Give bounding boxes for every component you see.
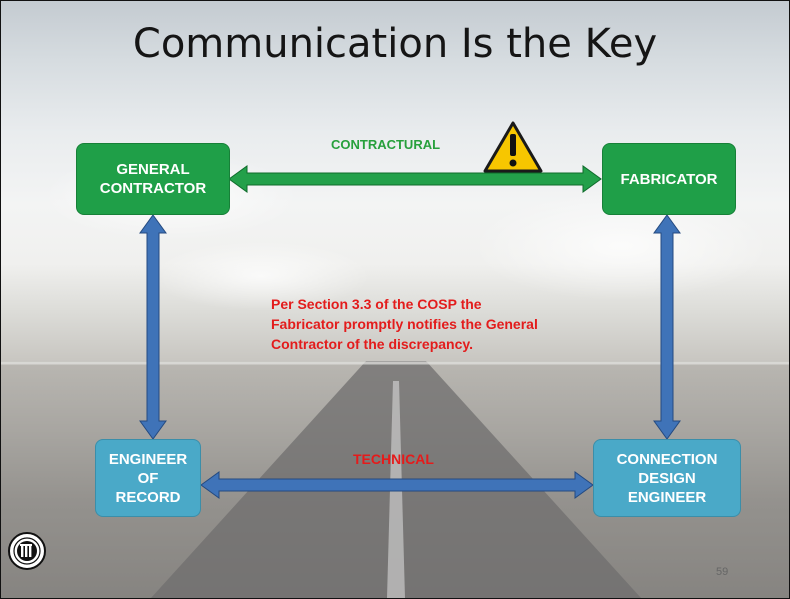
contractual-arrow [228, 165, 602, 193]
node-fabricator-label: FABRICATOR [620, 170, 718, 188]
technical-label: TECHNICAL [353, 451, 434, 467]
node-engineer-of-record-label: ENGINEER OF RECORD [108, 450, 188, 506]
warning-icon [483, 121, 543, 173]
aisc-logo-icon [8, 532, 46, 570]
slide-title: Communication Is the Key [132, 21, 658, 67]
cloud [151, 241, 371, 311]
technical-arrow [200, 471, 594, 499]
node-connection-design-engineer: CONNECTION DESIGN ENGINEER [593, 439, 741, 517]
left-vertical-arrow [139, 214, 167, 440]
node-engineer-of-record: ENGINEER OF RECORD [95, 439, 201, 517]
node-general-contractor: GENERAL CONTRACTOR [76, 143, 230, 215]
node-connection-design-engineer-label: CONNECTION DESIGN ENGINEER [616, 450, 718, 506]
contractual-label: CONTRACTURAL [331, 137, 441, 152]
right-vertical-arrow [653, 214, 681, 440]
note-text: Per Section 3.3 of the COSP the Fabricat… [271, 296, 538, 352]
node-fabricator: FABRICATOR [602, 143, 736, 215]
node-general-contractor-label: GENERAL CONTRACTOR [99, 161, 207, 197]
slide-number: 59 [716, 566, 729, 578]
